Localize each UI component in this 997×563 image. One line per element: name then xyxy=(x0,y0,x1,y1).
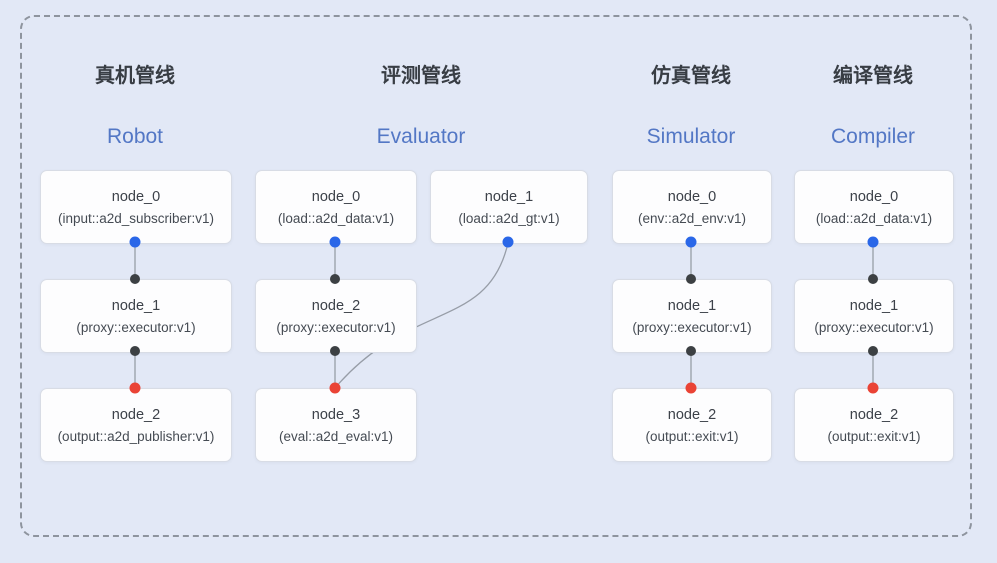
pipeline-title-en-compiler: Compiler xyxy=(830,125,916,148)
node-impl: (output::a2d_publisher:v1) xyxy=(57,428,215,444)
node-impl: (eval::a2d_eval:v1) xyxy=(278,428,394,444)
input-port-robot-node_2[interactable] xyxy=(129,382,141,394)
node-box-simulator-node_1[interactable]: node_1 (proxy::executor:v1) xyxy=(612,279,772,353)
node-box-simulator-node_2[interactable]: node_2 (output::exit:v1) xyxy=(612,388,772,462)
node-impl: (input::a2d_subscriber:v1) xyxy=(57,210,215,226)
node-name: node_1 xyxy=(667,297,717,314)
node-impl: (proxy::executor:v1) xyxy=(814,319,934,335)
node-box-compiler-node_2[interactable]: node_2 (output::exit:v1) xyxy=(794,388,954,462)
pipeline-title-en-robot: Robot xyxy=(106,125,164,148)
node-impl: (load::a2d_gt:v1) xyxy=(458,210,560,226)
output-port-robot-node_0[interactable] xyxy=(129,236,141,248)
output-port-compiler-node_1[interactable] xyxy=(868,346,878,356)
node-impl: (output::exit:v1) xyxy=(827,428,921,444)
output-port-evaluator-node_2[interactable] xyxy=(330,346,340,356)
node-name: node_0 xyxy=(667,188,717,205)
node-impl: (proxy::executor:v1) xyxy=(76,319,196,335)
node-impl: (load::a2d_data:v1) xyxy=(815,210,933,226)
node-name: node_0 xyxy=(111,188,161,205)
pipeline-title-zh-compiler: 编译管线 xyxy=(833,65,913,87)
node-box-evaluator-node_3[interactable]: node_3 (eval::a2d_eval:v1) xyxy=(255,388,417,462)
output-port-evaluator-node_0[interactable] xyxy=(329,236,341,248)
input-port-simulator-node_2[interactable] xyxy=(685,382,697,394)
output-port-compiler-node_0[interactable] xyxy=(867,236,879,248)
node-box-robot-node_0[interactable]: node_0 (input::a2d_subscriber:v1) xyxy=(40,170,232,244)
input-port-evaluator-node_3[interactable] xyxy=(329,382,341,394)
node-box-robot-node_1[interactable]: node_1 (proxy::executor:v1) xyxy=(40,279,232,353)
input-port-robot-node_1[interactable] xyxy=(130,274,140,284)
node-box-robot-node_2[interactable]: node_2 (output::a2d_publisher:v1) xyxy=(40,388,232,462)
output-port-robot-node_1[interactable] xyxy=(130,346,140,356)
node-impl: (proxy::executor:v1) xyxy=(632,319,752,335)
node-name: node_1 xyxy=(849,297,899,314)
pipeline-title-en-evaluator: Evaluator xyxy=(376,125,466,148)
node-impl: (env::a2d_env:v1) xyxy=(637,210,747,226)
input-port-compiler-node_1[interactable] xyxy=(868,274,878,284)
node-name: node_3 xyxy=(311,406,361,423)
node-name: node_2 xyxy=(849,406,899,423)
input-port-compiler-node_2[interactable] xyxy=(867,382,879,394)
input-port-simulator-node_1[interactable] xyxy=(686,274,696,284)
output-port-simulator-node_0[interactable] xyxy=(685,236,697,248)
node-box-evaluator-node_1[interactable]: node_1 (load::a2d_gt:v1) xyxy=(430,170,588,244)
pipeline-title-zh-robot: 真机管线 xyxy=(95,65,175,87)
pipeline-title-zh-evaluator: 评测管线 xyxy=(381,65,461,87)
pipeline-title-en-simulator: Simulator xyxy=(646,125,736,148)
input-port-evaluator-node_2[interactable] xyxy=(330,274,340,284)
node-name: node_2 xyxy=(667,406,717,423)
node-impl: (load::a2d_data:v1) xyxy=(277,210,395,226)
node-name: node_0 xyxy=(311,188,361,205)
node-box-compiler-node_0[interactable]: node_0 (load::a2d_data:v1) xyxy=(794,170,954,244)
node-box-simulator-node_0[interactable]: node_0 (env::a2d_env:v1) xyxy=(612,170,772,244)
node-name: node_1 xyxy=(111,297,161,314)
pipeline-title-zh-simulator: 仿真管线 xyxy=(651,65,731,87)
node-name: node_0 xyxy=(849,188,899,205)
node-name: node_2 xyxy=(111,406,161,423)
node-impl: (output::exit:v1) xyxy=(645,428,739,444)
output-port-simulator-node_1[interactable] xyxy=(686,346,696,356)
output-port-evaluator-node_1[interactable] xyxy=(502,236,514,248)
node-name: node_1 xyxy=(484,188,534,205)
